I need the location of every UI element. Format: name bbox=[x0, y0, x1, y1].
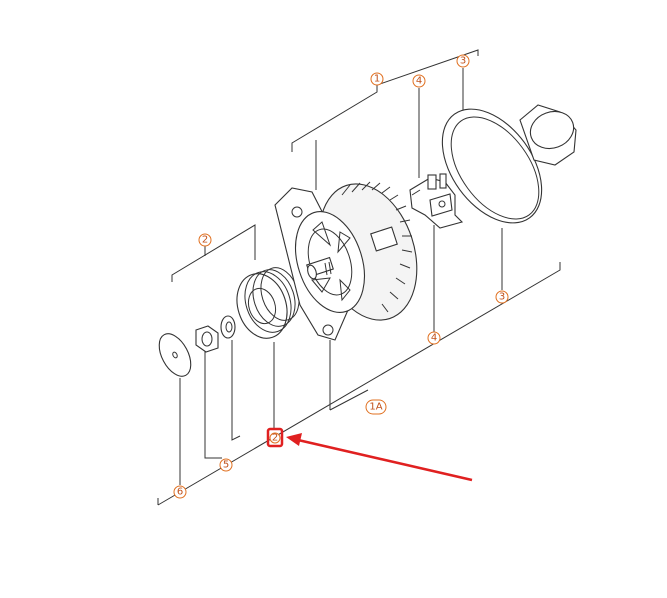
leader-lines bbox=[157, 49, 561, 506]
alternator-body-part bbox=[274, 181, 418, 341]
voltage-regulator-part bbox=[409, 173, 464, 229]
callout-1-label: 1 bbox=[374, 74, 380, 85]
callout-6-label: 6 bbox=[177, 487, 183, 498]
callout-4-top[interactable]: 4 bbox=[412, 74, 426, 88]
pulley-part bbox=[236, 267, 300, 339]
rear-cover-part bbox=[441, 104, 577, 224]
callout-2-top-label: 2 bbox=[202, 235, 208, 246]
callout-3-top-label: 3 bbox=[460, 56, 466, 67]
highlight-box bbox=[266, 427, 284, 448]
callout-5[interactable]: 5 bbox=[219, 458, 233, 472]
dust-cap-part bbox=[158, 333, 192, 377]
callout-3-top[interactable]: 3 bbox=[456, 54, 470, 68]
callout-4-bottom-label: 4 bbox=[431, 333, 437, 344]
callout-3-bottom-label: 3 bbox=[499, 292, 505, 303]
callout-4-top-label: 4 bbox=[416, 76, 422, 87]
callout-5-label: 5 bbox=[223, 460, 229, 471]
callout-2-top[interactable]: 2 bbox=[198, 233, 212, 247]
washer-part bbox=[220, 315, 236, 339]
red-pointer-arrow bbox=[286, 433, 473, 482]
callout-1[interactable]: 1 bbox=[370, 72, 384, 86]
callout-1a-label: 1A bbox=[369, 402, 382, 413]
callout-2-highlighted[interactable]: 2 bbox=[266, 427, 284, 448]
callout-1a[interactable]: 1A bbox=[365, 399, 387, 415]
callout-3-bottom[interactable]: 3 bbox=[495, 290, 509, 304]
callout-6[interactable]: 6 bbox=[173, 485, 187, 499]
callout-4-bottom[interactable]: 4 bbox=[427, 331, 441, 345]
nut-part bbox=[195, 325, 219, 353]
callout-2-highlighted-label: 2 bbox=[272, 433, 278, 444]
